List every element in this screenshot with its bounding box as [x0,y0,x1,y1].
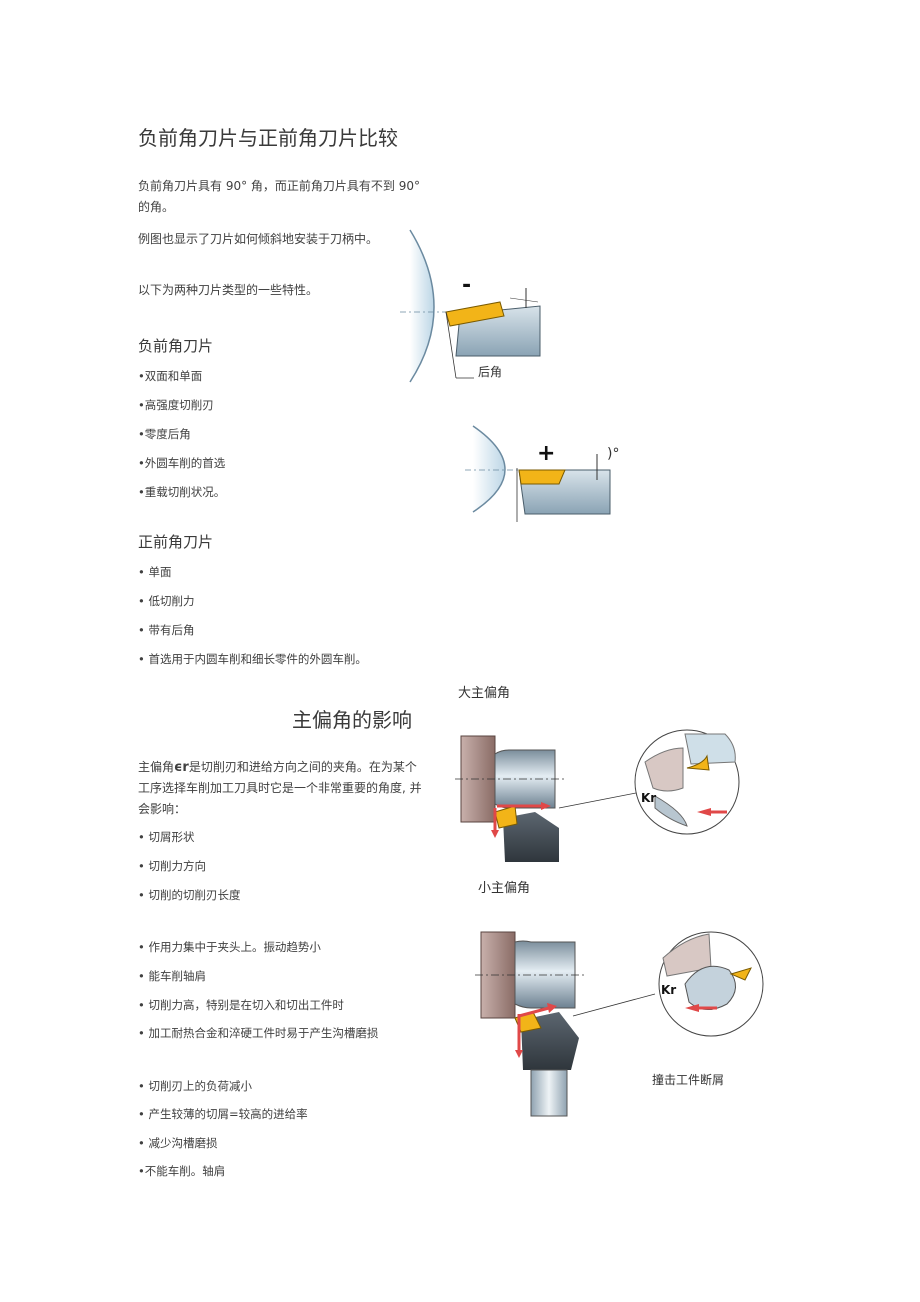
section1-paragraph-3: 以下为两种刀片类型的一些特性。 [138,283,319,297]
insert-shape [445,301,505,327]
positive-insert-heading: 正前角刀片 [138,533,214,551]
list-item: • 能车削轴肩 [138,969,206,983]
list-item: • 作用力集中于夹头上。振动趋势小 [138,940,321,954]
kappa-label: Kr [661,983,676,997]
list-item: • 切削刃上的负荷减小 [138,1079,252,1093]
section1-paragraph-2: 例图也显示了刀片如何倾斜地安装于刀柄中。 [138,232,379,246]
list-item: • 切削力方向 [138,859,206,873]
list-item: • 加工耐热合金和淬硬工件时易于产生沟槽磨损 [138,1026,379,1040]
tool-shank [530,1069,568,1117]
list-item: •零度后角 [138,427,191,441]
section2-intro: 主偏角ϵr是切削刃和进给方向之间的夹角。在为某个工序选择车削加工刀具时它是一个非… [138,757,423,820]
kappa-label: Kr [641,791,656,805]
workpiece-shaft [514,940,576,1009]
large-angle-caption: 大主偏角 [458,686,511,701]
intro-prefix: 主偏角 [138,760,175,774]
list-item: •重载切削状况。 [138,485,226,499]
angle-label: )° [607,446,619,462]
negative-insert-heading: 负前角刀片 [138,337,214,355]
list-item: • 首选用于内圆车削和细长零件的外圆车削。 [138,652,367,666]
list-item: • 切削的切削刃长度 [138,888,241,902]
workpiece-arc [409,229,435,383]
small-entering-angle-figure: Kr [475,931,764,1117]
section1-paragraph-1: 负前角刀片具有 90° 角，而正前角刀片具有不到 90°的角。 [138,179,420,214]
positive-insert-figure: + )° [465,425,619,522]
list-item: • 带有后角 [138,623,195,637]
rake-sign: - [462,273,471,298]
section1-title: 负前角刀片与正前角刀片比较 [138,126,398,150]
negative-insert-figure: - 后角 [400,229,541,383]
list-item: • 切屑形状 [138,830,195,844]
chip-breaking-note: 撞击工件断屑 [652,1073,725,1087]
clearance-angle-label: 后角 [478,365,502,379]
list-item: •高强度切削刃 [138,398,214,412]
insert-shape [518,469,566,485]
list-item: • 单面 [138,565,172,579]
list-item: • 低切削力 [138,594,195,608]
intro-rest: 是切削刃和进给方向之间的夹角。在为某个工序选择车削加工刀具时它是一个非常重要的角… [138,760,422,816]
list-item: • 产生较薄的切屑=较高的进给率 [138,1107,308,1121]
list-item: • 切削力高，特别是在切入和切出工件时 [138,998,344,1012]
list-item: •外圆车削的首选 [138,456,226,470]
list-item: •不能车削。轴肩 [138,1164,226,1178]
rake-sign: + [537,441,555,466]
list-item: •双面和单面 [138,369,203,383]
section2-title: 主偏角的影响 [292,708,412,732]
kappa-symbol: ϵr [174,760,189,775]
small-angle-caption: 小主偏角 [478,881,531,896]
insert-shape [494,805,518,829]
list-item: • 减少沟槽磨损 [138,1136,218,1150]
large-entering-angle-figure: Kr [455,729,740,862]
workpiece-arc [472,425,506,513]
